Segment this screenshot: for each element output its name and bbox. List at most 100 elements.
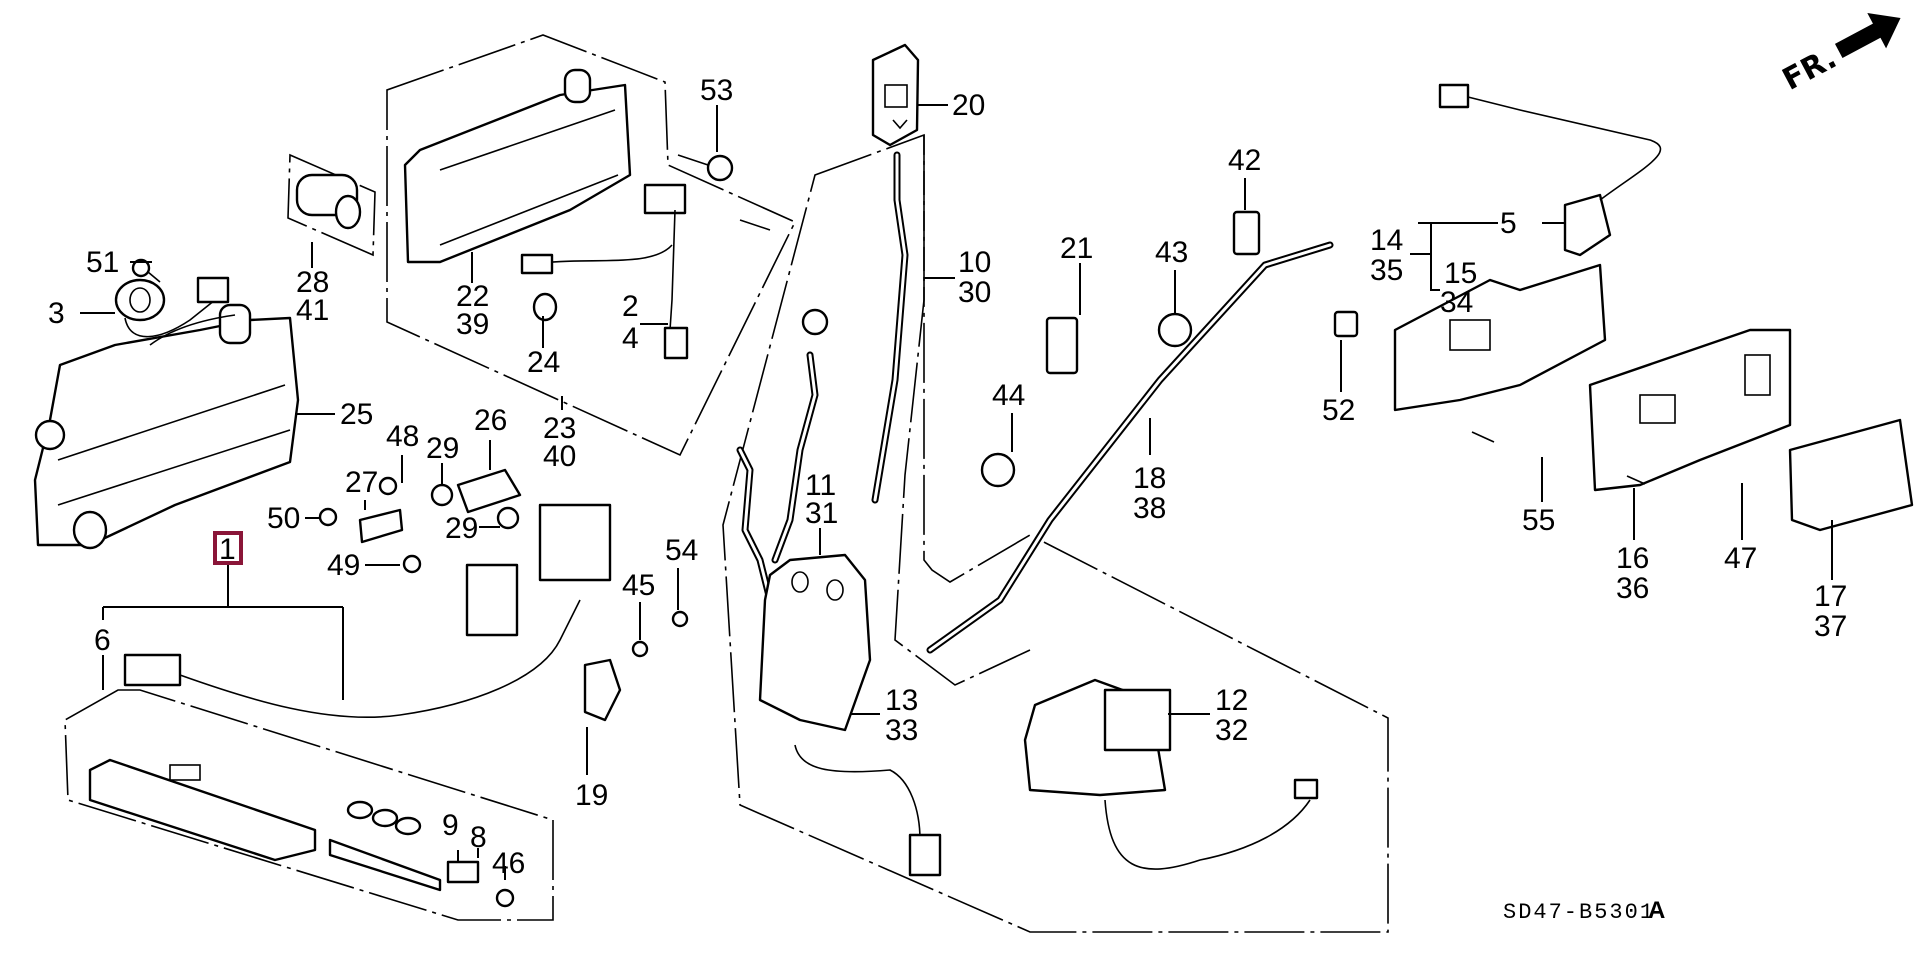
- callout-19[interactable]: 19: [575, 779, 608, 812]
- callout-16[interactable]: 16: [1616, 542, 1649, 575]
- striker-19-part[interactable]: [583, 658, 622, 722]
- washer-29b-part[interactable]: [496, 506, 520, 530]
- callout-18[interactable]: 18: [1133, 462, 1166, 495]
- callout-10[interactable]: 10: [958, 246, 991, 279]
- callout-29a[interactable]: 29: [426, 432, 459, 465]
- outside-handle-part[interactable]: [33, 303, 300, 550]
- callout-4[interactable]: 4: [622, 322, 639, 355]
- callout-38[interactable]: 38: [1133, 492, 1166, 525]
- callout-29b[interactable]: 29: [445, 512, 478, 545]
- inside-handle-part[interactable]: [403, 68, 632, 264]
- screw-47-part[interactable]: [1626, 475, 1646, 485]
- callout-1[interactable]: 1: [219, 533, 236, 566]
- escutcheon-part[interactable]: [1588, 328, 1792, 492]
- callout-labels: 51 3 28 41 22 39 24 2 4 23 40 53 20 10 3…: [48, 74, 1847, 880]
- callout-2[interactable]: 2: [622, 290, 639, 323]
- lock-cylinder-part[interactable]: [295, 173, 362, 230]
- callout-1-selected[interactable]: 1: [213, 531, 243, 566]
- callout-26[interactable]: 26: [474, 404, 507, 437]
- callout-11[interactable]: 11: [805, 469, 836, 502]
- callout-3[interactable]: 3: [48, 297, 65, 330]
- callout-50[interactable]: 50: [267, 502, 300, 535]
- callout-36[interactable]: 36: [1616, 572, 1649, 605]
- bolt-50-part[interactable]: [318, 507, 338, 527]
- group-box-latch: [722, 133, 1389, 933]
- callout-14[interactable]: 14: [1370, 224, 1403, 257]
- callout-9[interactable]: 9: [442, 809, 459, 842]
- screw-54-part[interactable]: [671, 610, 689, 628]
- callout-51[interactable]: 51: [86, 246, 119, 279]
- callout-55[interactable]: 55: [1522, 504, 1555, 537]
- callout-35[interactable]: 35: [1370, 254, 1403, 287]
- callout-24[interactable]: 24: [527, 346, 560, 379]
- bolt-49-part[interactable]: [402, 554, 422, 574]
- callout-28[interactable]: 28: [296, 266, 329, 299]
- callout-42[interactable]: 42: [1228, 144, 1261, 177]
- callout-33[interactable]: 33: [885, 714, 918, 747]
- pocket-part[interactable]: [1788, 418, 1914, 532]
- front-arrow-icon: [1834, 13, 1901, 58]
- harness-part[interactable]: [123, 503, 612, 718]
- screw-55-part[interactable]: [1471, 431, 1495, 443]
- diagram-code: SD47-B5301 A: [1503, 897, 1665, 925]
- callout-6[interactable]: 6: [94, 624, 111, 657]
- callout-27[interactable]: 27: [345, 466, 378, 499]
- callout-22[interactable]: 22: [456, 280, 489, 313]
- switch-5-part[interactable]: [1438, 83, 1662, 257]
- diagram-code-suffix: A: [1648, 897, 1665, 924]
- group-box-inside-handle: [386, 34, 797, 457]
- callout-45[interactable]: 45: [622, 569, 655, 602]
- bolt-48-part[interactable]: [378, 476, 398, 496]
- screw-45-part[interactable]: [631, 640, 649, 658]
- callout-54[interactable]: 54: [665, 534, 698, 567]
- callout-31[interactable]: 31: [805, 497, 838, 530]
- plate-27-part[interactable]: [358, 508, 404, 544]
- nut-52-part[interactable]: [1333, 310, 1359, 338]
- callout-41[interactable]: 41: [296, 294, 329, 327]
- callout-25[interactable]: 25: [340, 398, 373, 431]
- callout-12[interactable]: 12: [1215, 684, 1248, 717]
- washer-29a-part[interactable]: [430, 483, 454, 507]
- cover-20-part[interactable]: [871, 43, 920, 147]
- latch-part[interactable]: [758, 553, 942, 877]
- callout-13[interactable]: 13: [885, 684, 918, 717]
- callout-46[interactable]: 46: [492, 847, 525, 880]
- clip-43-part[interactable]: [1157, 312, 1193, 348]
- callout-48[interactable]: 48: [386, 420, 419, 453]
- callout-23[interactable]: 23: [543, 412, 576, 445]
- callout-21[interactable]: 21: [1060, 232, 1093, 265]
- actuator-part[interactable]: [1023, 678, 1319, 870]
- selection-highlight-box: [213, 531, 243, 565]
- keyless-sensor-part[interactable]: [114, 276, 230, 338]
- callout-17[interactable]: 17: [1814, 580, 1847, 613]
- callout-34[interactable]: 34: [1440, 286, 1473, 319]
- pad-42-part[interactable]: [1232, 210, 1261, 256]
- callout-43[interactable]: 43: [1155, 236, 1188, 269]
- callout-32[interactable]: 32: [1215, 714, 1248, 747]
- door-switch-part[interactable]: [520, 183, 689, 360]
- screw-46-part[interactable]: [495, 888, 515, 908]
- callout-30[interactable]: 30: [958, 276, 991, 309]
- callout-44[interactable]: 44: [992, 379, 1025, 412]
- pad-21-part[interactable]: [1045, 316, 1079, 375]
- plate-26-part[interactable]: [456, 468, 522, 514]
- grommet-24-part[interactable]: [532, 292, 558, 322]
- callout-20[interactable]: 20: [952, 89, 985, 122]
- screw-part: [739, 219, 771, 231]
- callout-39[interactable]: 39: [456, 308, 489, 341]
- callout-40[interactable]: 40: [543, 440, 576, 473]
- callout-15[interactable]: 15: [1444, 257, 1477, 290]
- callout-49[interactable]: 49: [327, 549, 360, 582]
- clip-44-part[interactable]: [980, 452, 1016, 488]
- bolt-53-part[interactable]: [677, 154, 734, 182]
- inside-handle-base-part[interactable]: [1393, 263, 1607, 412]
- callout-52[interactable]: 52: [1322, 394, 1355, 427]
- transmitter-part[interactable]: [88, 758, 480, 892]
- bolt-51-part[interactable]: [131, 258, 161, 283]
- callout-47[interactable]: 47: [1724, 542, 1757, 575]
- callout-8[interactable]: 8: [470, 821, 487, 854]
- callout-53[interactable]: 53: [700, 74, 733, 107]
- callout-37[interactable]: 37: [1814, 610, 1847, 643]
- callout-5[interactable]: 5: [1500, 207, 1517, 240]
